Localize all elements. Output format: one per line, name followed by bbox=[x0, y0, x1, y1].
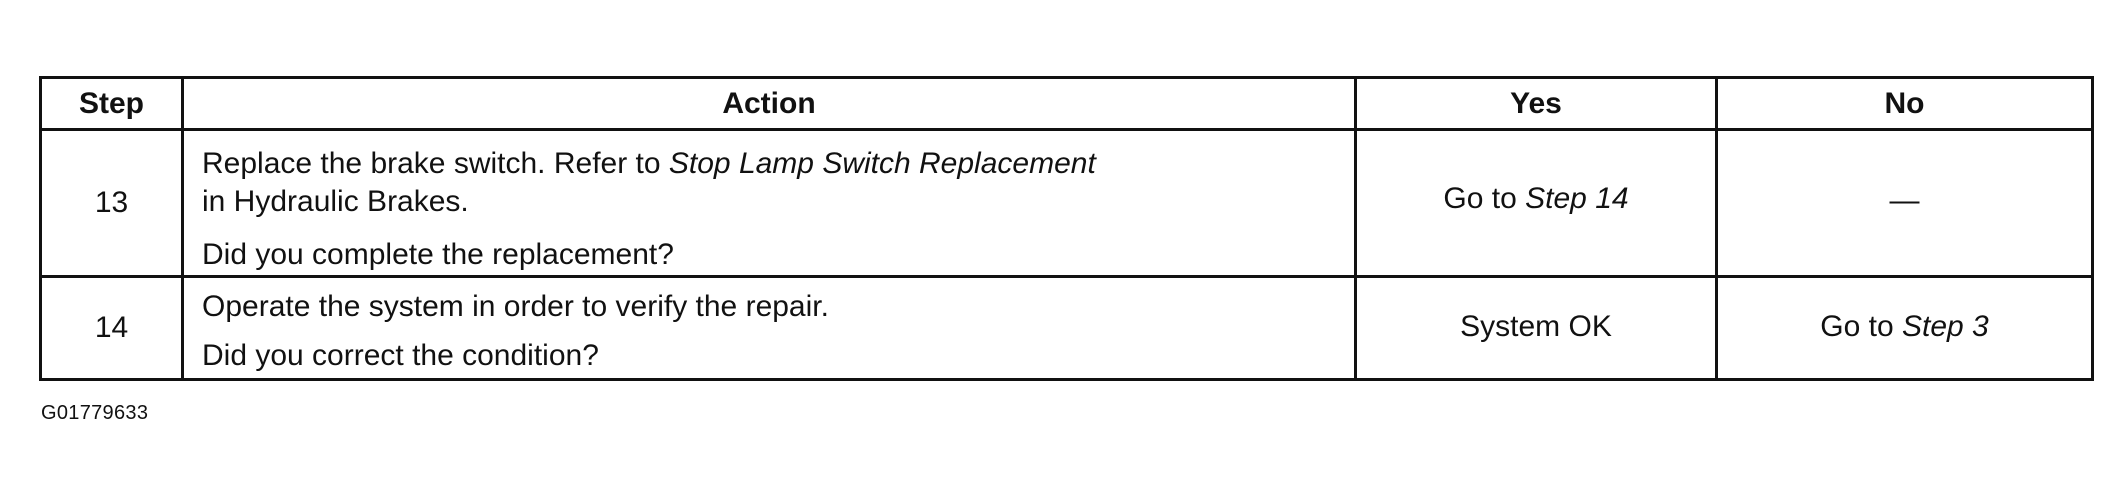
table-header-row: Step Action Yes No bbox=[39, 76, 2094, 131]
no-result: Go to Step 3 bbox=[1715, 275, 2094, 381]
no-result-dash: — bbox=[1889, 184, 1920, 217]
action-cell: Replace the brake switch. Refer to Stop … bbox=[181, 128, 1357, 278]
yes-result: System OK bbox=[1354, 275, 1718, 381]
diagnostic-table: Step Action Yes No 13 Replace the brake … bbox=[39, 76, 2094, 381]
figure-id: G01779633 bbox=[41, 402, 149, 424]
action-text: Replace the brake switch. Refer to bbox=[202, 146, 669, 180]
no-result: — bbox=[1715, 128, 2094, 278]
table-row: 14 Operate the system in order to verify… bbox=[39, 275, 2094, 381]
action-instruction: Operate the system in order to verify th… bbox=[202, 289, 829, 323]
yes-step-reference: Step 14 bbox=[1525, 182, 1629, 215]
no-step-reference: Step 3 bbox=[1901, 310, 1989, 343]
step-number: 13 bbox=[39, 128, 184, 278]
action-question: Did you complete the replacement? bbox=[202, 237, 674, 271]
action-question: Did you correct the condition? bbox=[202, 338, 599, 372]
table-row: 13 Replace the brake switch. Refer to St… bbox=[39, 128, 2094, 278]
yes-result: Go to Step 14 bbox=[1354, 128, 1718, 278]
yes-result-text: Go to bbox=[1443, 182, 1526, 215]
header-yes: Yes bbox=[1354, 76, 1718, 131]
action-instruction: Replace the brake switch. Refer to Stop … bbox=[202, 145, 1336, 221]
header-step: Step bbox=[39, 76, 184, 131]
no-result-text: Go to bbox=[1820, 310, 1902, 343]
header-no: No bbox=[1715, 76, 2094, 131]
header-action: Action bbox=[181, 76, 1357, 131]
action-text-continued: in Hydraulic Brakes. bbox=[202, 184, 469, 218]
action-cell: Operate the system in order to verify th… bbox=[181, 275, 1357, 381]
step-number: 14 bbox=[39, 275, 184, 381]
procedure-reference: Stop Lamp Switch Replacement bbox=[668, 146, 1096, 180]
yes-result-text: System OK bbox=[1460, 310, 1612, 343]
